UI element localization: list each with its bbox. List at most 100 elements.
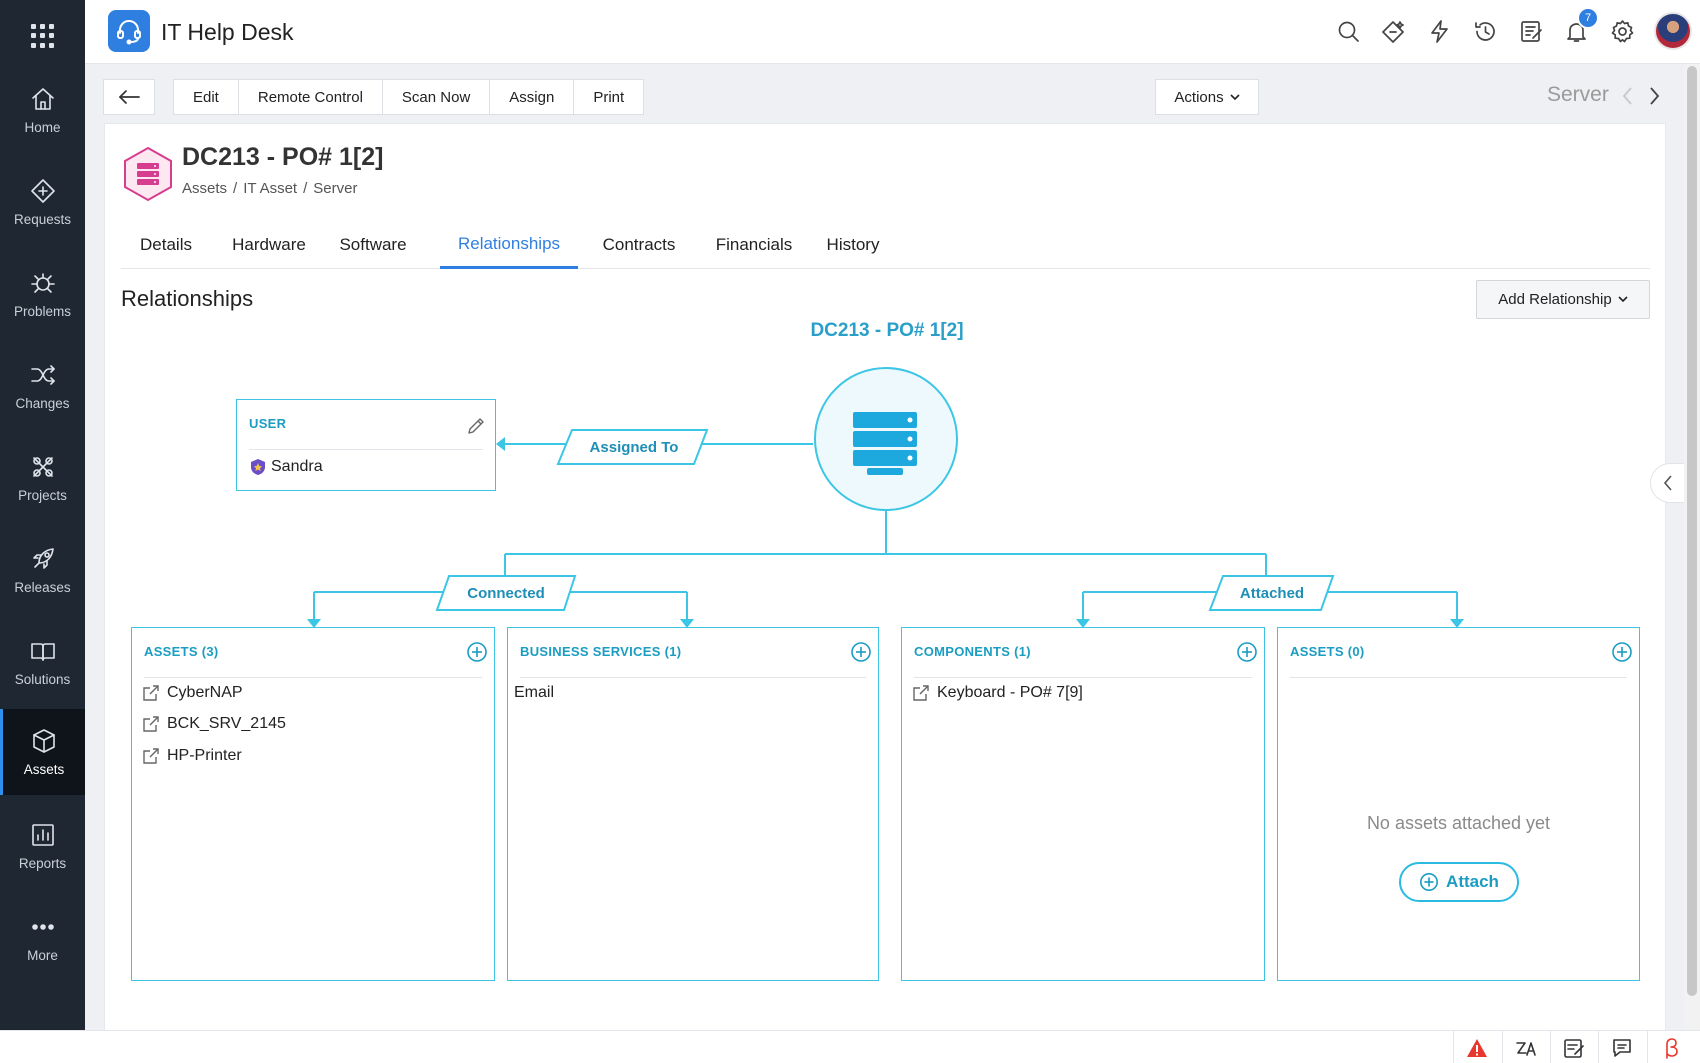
- panel-divider: [1290, 677, 1627, 678]
- external-link-icon: [143, 716, 159, 732]
- nav-label: Changes: [15, 396, 70, 411]
- tab-financials[interactable]: Financials: [715, 235, 793, 254]
- nav-label: Solutions: [14, 672, 71, 687]
- edit-pencil-icon[interactable]: [466, 416, 486, 436]
- item-label: Email: [514, 684, 555, 701]
- nav-item-changes[interactable]: Changes: [0, 343, 85, 429]
- report-icon: [31, 824, 54, 846]
- scan-now-button[interactable]: Scan Now: [381, 79, 491, 115]
- server-asset-icon: [124, 146, 172, 202]
- search-icon[interactable]: [1331, 14, 1365, 48]
- add-circle-icon[interactable]: [466, 641, 488, 663]
- action-button-group: Edit Remote Control Scan Now Assign Prin…: [173, 79, 645, 115]
- item-label: HP-Printer: [167, 747, 242, 764]
- panel-heading: COMPONENTS (1): [914, 644, 1031, 659]
- top-bar: IT Help Desk 7: [85, 0, 1700, 64]
- actions-dropdown[interactable]: Actions: [1155, 79, 1259, 115]
- print-button[interactable]: Print: [573, 79, 645, 115]
- tab-contracts[interactable]: Contracts: [602, 235, 676, 254]
- nav-item-releases[interactable]: Releases: [0, 527, 85, 613]
- panel-heading: ASSETS (3): [144, 644, 219, 659]
- notification-bell-icon[interactable]: 7: [1559, 7, 1599, 48]
- list-item[interactable]: BCK_SRV_2145: [142, 715, 286, 733]
- attach-button[interactable]: Attach: [1399, 862, 1519, 902]
- bug-icon: [30, 273, 55, 293]
- nav-item-solutions[interactable]: Solutions: [0, 619, 85, 705]
- magic-icon[interactable]: [1376, 14, 1410, 48]
- list-item[interactable]: HP-Printer: [142, 747, 242, 765]
- page-scrollbar-thumb[interactable]: [1687, 66, 1697, 996]
- add-circle-icon[interactable]: [1611, 641, 1633, 663]
- previous-record-icon[interactable]: [1618, 85, 1638, 107]
- user-avatar[interactable]: [1654, 12, 1692, 50]
- panel-divider: [249, 449, 483, 450]
- projects-icon: [32, 457, 53, 477]
- home-icon: [31, 88, 54, 110]
- connected-assets-panel: ASSETS (3) CyberNAP BCK_SRV_2145 HP-Prin…: [131, 627, 495, 981]
- add-circle-icon[interactable]: [1236, 641, 1258, 663]
- panel-divider: [144, 677, 482, 678]
- add-circle-icon[interactable]: [850, 641, 872, 663]
- external-link-icon: [143, 685, 159, 701]
- translate-icon[interactable]: [1502, 1031, 1548, 1063]
- chat-icon[interactable]: [1598, 1031, 1644, 1063]
- side-panel-toggle[interactable]: [1650, 463, 1684, 503]
- help-desk-logo-icon[interactable]: [108, 10, 150, 52]
- tab-history[interactable]: History: [826, 235, 880, 254]
- nav-item-problems[interactable]: Problems: [0, 251, 85, 337]
- user-name: Sandra: [271, 458, 323, 475]
- breadcrumb-assets[interactable]: Assets: [182, 180, 228, 197]
- item-label: CyberNAP: [167, 684, 243, 701]
- list-item[interactable]: Keyboard - PO# 7[9]: [912, 684, 1083, 702]
- nav-label: Releases: [14, 580, 71, 595]
- assigned-user[interactable]: Sandra: [250, 458, 323, 476]
- tab-hardware[interactable]: Hardware: [232, 235, 306, 254]
- nav-label: Reports: [18, 856, 67, 871]
- list-item[interactable]: Email: [514, 684, 554, 702]
- panel-heading: USER: [249, 416, 287, 431]
- app-grid-icon[interactable]: [31, 24, 55, 48]
- breadcrumb-separator: /: [233, 180, 238, 197]
- nav-item-assets[interactable]: Assets: [0, 709, 85, 795]
- edit-button[interactable]: Edit: [173, 79, 239, 115]
- lightning-icon[interactable]: [1422, 14, 1456, 48]
- panel-heading: ASSETS (0): [1290, 644, 1365, 659]
- rocket-icon: [32, 548, 54, 569]
- alert-warning-icon[interactable]: [1453, 1031, 1499, 1063]
- asset-title: DC213 - PO# 1[2]: [182, 143, 384, 171]
- business-services-panel: BUSINESS SERVICES (1) Email: [507, 627, 879, 981]
- empty-state-message: No assets attached yet: [1366, 813, 1551, 833]
- beta-icon[interactable]: [1647, 1031, 1693, 1063]
- nav-item-home[interactable]: Home: [0, 67, 85, 153]
- remote-control-button[interactable]: Remote Control: [237, 79, 383, 115]
- add-relationship-button[interactable]: Add Relationship: [1476, 280, 1650, 319]
- notes-icon[interactable]: [1514, 14, 1548, 48]
- tab-details[interactable]: Details: [140, 235, 192, 254]
- breadcrumb-it-asset[interactable]: IT Asset: [243, 180, 298, 197]
- item-label: Keyboard - PO# 7[9]: [937, 684, 1083, 701]
- record-type-label: Server: [1547, 83, 1609, 106]
- nav-item-reports[interactable]: Reports: [0, 803, 85, 889]
- back-button[interactable]: [103, 79, 155, 115]
- list-item[interactable]: CyberNAP: [142, 684, 243, 702]
- history-icon[interactable]: [1468, 14, 1502, 48]
- nav-item-more[interactable]: More: [0, 895, 85, 981]
- panel-divider: [520, 677, 866, 678]
- shuffle-icon: [30, 365, 55, 385]
- tab-relationships[interactable]: Relationships: [440, 221, 578, 269]
- nav-label: More: [27, 948, 58, 963]
- breadcrumb-separator: /: [303, 180, 308, 197]
- nav-item-projects[interactable]: Projects: [0, 435, 85, 521]
- assign-button[interactable]: Assign: [489, 79, 575, 115]
- attached-assets-panel: ASSETS (0) No assets attached yet Attach: [1277, 627, 1640, 981]
- notification-count-badge: 7: [1577, 7, 1599, 29]
- next-record-icon[interactable]: [1644, 85, 1664, 107]
- nav-item-requests[interactable]: Requests: [0, 159, 85, 245]
- breadcrumb-server: Server: [313, 180, 358, 197]
- notes-icon[interactable]: [1550, 1031, 1596, 1063]
- panel-heading: BUSINESS SERVICES (1): [520, 644, 682, 659]
- nav-label: Home: [24, 120, 61, 135]
- settings-gear-icon[interactable]: [1605, 14, 1639, 48]
- tab-software[interactable]: Software: [339, 235, 407, 254]
- add-relationship-label: Add Relationship: [1498, 291, 1612, 308]
